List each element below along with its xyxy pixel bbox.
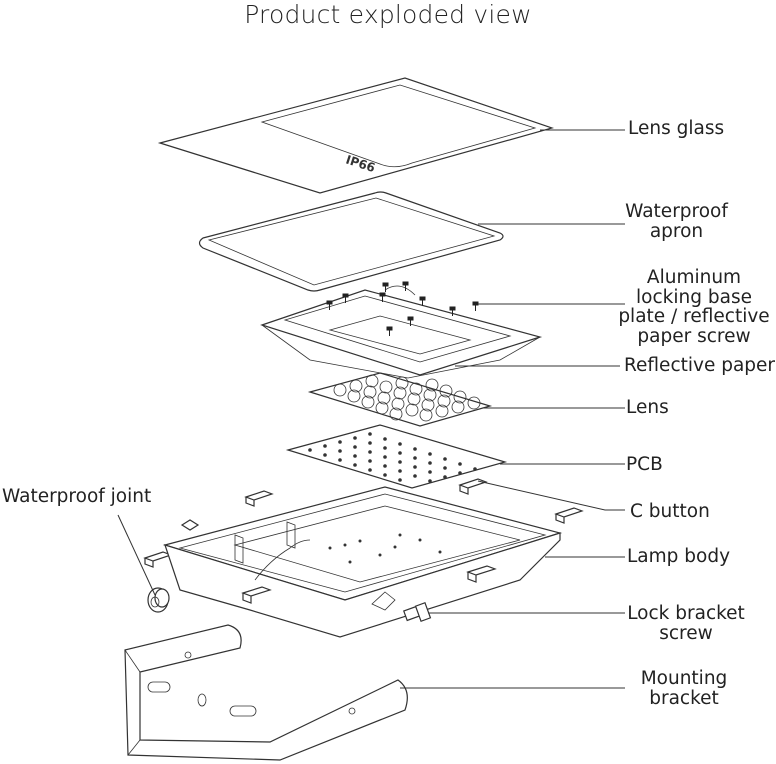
label-lamp-body: Lamp body	[627, 546, 731, 567]
label-aluminum-line2: locking base	[636, 286, 752, 308]
label-aluminum-line4: paper screw	[637, 325, 751, 347]
waterproof-joint-part	[147, 587, 170, 613]
c-button-parts	[143, 478, 584, 568]
lock-bracket-screw-part	[403, 602, 432, 622]
mounting-bracket-part	[124, 624, 408, 761]
label-waterproof-joint: Waterproof joint	[2, 486, 152, 507]
label-waterproof-apron: Waterproof apron	[615, 202, 738, 242]
label-lens: Lens	[626, 397, 669, 418]
label-lock-bracket-line2: screw	[659, 623, 713, 644]
label-mounting-bracket: Mounting bracket	[628, 669, 740, 709]
reflective-paper-part	[260, 285, 543, 379]
label-waterproof-apron-line1: Waterproof	[625, 201, 728, 222]
label-aluminum-locking-plate: Aluminum locking base plate / reflective…	[612, 268, 776, 346]
label-mounting-bracket-line2: bracket	[649, 688, 719, 709]
lens-part	[307, 372, 493, 427]
label-lock-bracket-screw: Lock bracket screw	[618, 604, 754, 644]
label-waterproof-apron-line2: apron	[649, 221, 704, 242]
pcb-part	[285, 424, 508, 489]
label-pcb: PCB	[626, 454, 663, 475]
label-lens-glass: Lens glass	[628, 118, 725, 139]
label-aluminum-line3: plate / reflective	[618, 306, 770, 327]
lens-glass-part: IP66	[157, 77, 555, 194]
label-lock-bracket-line1: Lock bracket	[627, 603, 745, 624]
label-c-button: C button	[630, 501, 710, 522]
lamp-body-part	[162, 486, 563, 638]
label-aluminum-line1: Aluminum	[646, 267, 742, 288]
label-reflective-paper: Reflective paper	[624, 355, 776, 376]
waterproof-apron-part	[198, 191, 504, 292]
label-mounting-bracket-line1: Mounting	[640, 668, 728, 689]
locking-screws	[326, 281, 479, 336]
diagram-title: Product exploded view	[244, 0, 532, 29]
leader-lines	[117, 129, 625, 689]
